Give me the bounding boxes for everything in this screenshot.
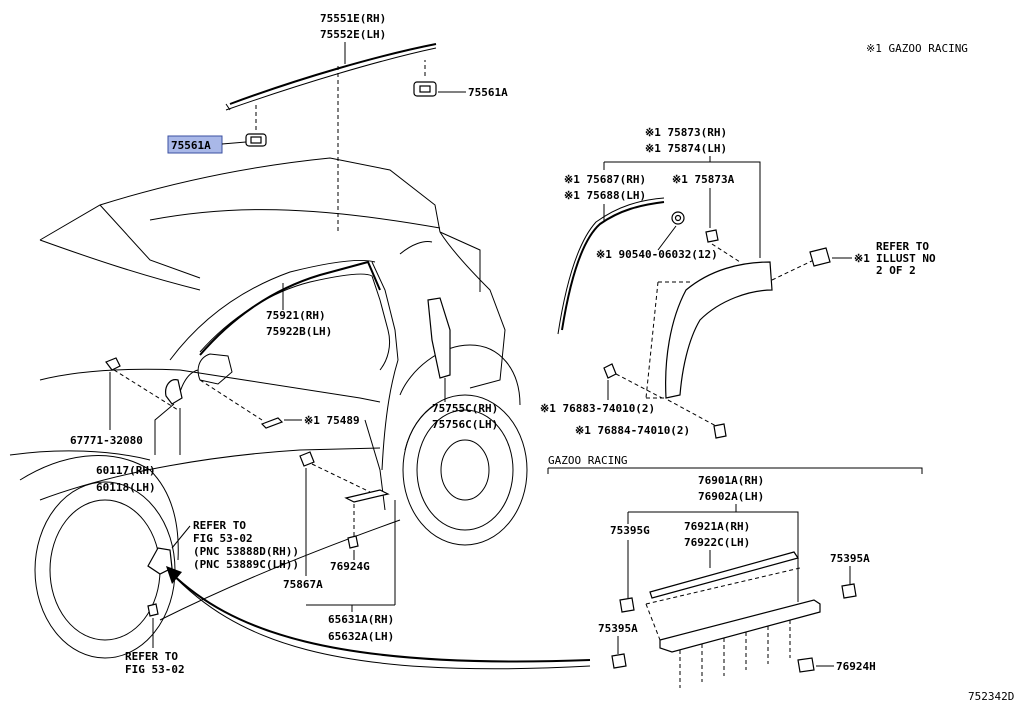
gazoo-box-bracket — [547, 467, 923, 474]
clip-75867a-part — [299, 451, 315, 467]
clip-76883 — [603, 363, 617, 379]
clip-76924h-part — [797, 657, 815, 673]
wheel-arch-molding — [665, 261, 773, 399]
callout-75921[interactable]: 75921(RH) — [266, 309, 326, 322]
clip-refer-illust — [809, 247, 831, 267]
callout-90540[interactable]: ※1 90540-06032(12) — [596, 248, 718, 261]
refer-53-02-line4: (PNC 53889C(LH)) — [193, 558, 299, 571]
roof-molding-part — [225, 43, 437, 111]
refer-53-02-line1[interactable]: REFER TO — [193, 519, 246, 532]
callout-75873a[interactable]: ※1 75873A — [672, 173, 735, 186]
callout-75874-lh[interactable]: ※1 75874(LH) — [645, 142, 727, 155]
rocker-panel-76901a — [645, 567, 821, 688]
gazoo-box-title: GAZOO RACING — [548, 454, 627, 467]
callout-75395a-right[interactable]: 75395A — [830, 552, 870, 565]
nut-90540 — [671, 211, 685, 225]
clip-67771-part — [105, 357, 121, 371]
callout-75687[interactable]: ※1 75687(RH) — [564, 173, 646, 186]
figure-number: 752342D — [968, 690, 1014, 703]
callout-75552e[interactable]: 75552E(LH) — [320, 28, 386, 41]
callout-75688[interactable]: ※1 75688(LH) — [564, 189, 646, 202]
pillar-garnish-part — [427, 297, 451, 379]
callout-76902a[interactable]: 76902A(LH) — [698, 490, 764, 503]
callout-65632a[interactable]: 65632A(LH) — [328, 630, 394, 643]
rear-wheel — [399, 344, 528, 546]
callout-75873-rh[interactable]: ※1 75873(RH) — [645, 126, 727, 139]
legend-text: ※1 GAZOO RACING — [866, 42, 968, 55]
callout-76921a[interactable]: 76921A(RH) — [684, 520, 750, 533]
callout-75756c[interactable]: 75756C(LH) — [432, 418, 498, 431]
callout-75395g[interactable]: 75395G — [610, 524, 650, 537]
refer-53-02-line3: (PNC 53888D(RH)) — [193, 545, 299, 558]
callout-75489[interactable]: ※1 75489 — [304, 414, 360, 427]
callout-60117[interactable]: 60117(RH) — [96, 464, 156, 477]
clip-75561a-right — [413, 81, 437, 97]
callout-75395a-left[interactable]: 75395A — [598, 622, 638, 635]
step-garnish-part — [344, 489, 390, 503]
emblem-part — [260, 417, 284, 429]
callout-75922b[interactable]: 75922B(LH) — [266, 325, 332, 338]
arrow-head — [166, 566, 182, 584]
callout-76901a[interactable]: 76901A(RH) — [698, 474, 764, 487]
mudguard-part — [147, 547, 173, 575]
clip-75395g-part — [619, 597, 635, 613]
callout-highlight-box — [167, 135, 223, 154]
callout-75561a-highlighted[interactable]: 75561A — [171, 139, 211, 152]
callout-76924h[interactable]: 76924H — [836, 660, 876, 673]
callout-76924g[interactable]: 76924G — [330, 560, 370, 573]
refer-illust-mark: ※1 — [854, 252, 870, 265]
molding-strip-75687 — [557, 197, 665, 335]
refer-illust-line1[interactable]: REFER TO — [876, 240, 929, 253]
callout-76883[interactable]: ※1 76883-74010(2) — [540, 402, 655, 415]
callout-75551e[interactable]: 75551E(RH) — [320, 12, 386, 25]
callout-76922c[interactable]: 76922C(LH) — [684, 536, 750, 549]
refer-53-02-b-line2[interactable]: FIG 53-02 — [125, 663, 185, 676]
callout-76884[interactable]: ※1 76884-74010(2) — [575, 424, 690, 437]
screw-bottom-part — [147, 603, 159, 617]
refer-illust-line3[interactable]: 2 OF 2 — [876, 264, 916, 277]
refer-illust-line2[interactable]: ILLUST NO — [876, 252, 936, 265]
refer-53-02-line2[interactable]: FIG 53-02 — [193, 532, 253, 545]
side-stripe-76921a — [649, 551, 799, 599]
callout-60118[interactable]: 60118(LH) — [96, 481, 156, 494]
clip-76884 — [713, 423, 727, 439]
refer-53-02-b-line1[interactable]: REFER TO — [125, 650, 178, 663]
callout-75867a[interactable]: 75867A — [283, 578, 323, 591]
callout-65631a[interactable]: 65631A(RH) — [328, 613, 394, 626]
clip-75395a-right — [841, 583, 857, 599]
clip-76924g-part — [347, 535, 359, 549]
clip-75395a-left — [611, 653, 627, 669]
callout-75561a-top[interactable]: 75561A — [468, 86, 508, 99]
callout-67771[interactable]: 67771-32080 — [70, 434, 143, 447]
callout-75755c[interactable]: 75755C(RH) — [432, 402, 498, 415]
clip-75561a-left — [245, 133, 267, 147]
mirror-seal-part — [165, 379, 183, 405]
vehicle-body-outline — [9, 157, 506, 621]
clip-75873a — [705, 229, 719, 243]
